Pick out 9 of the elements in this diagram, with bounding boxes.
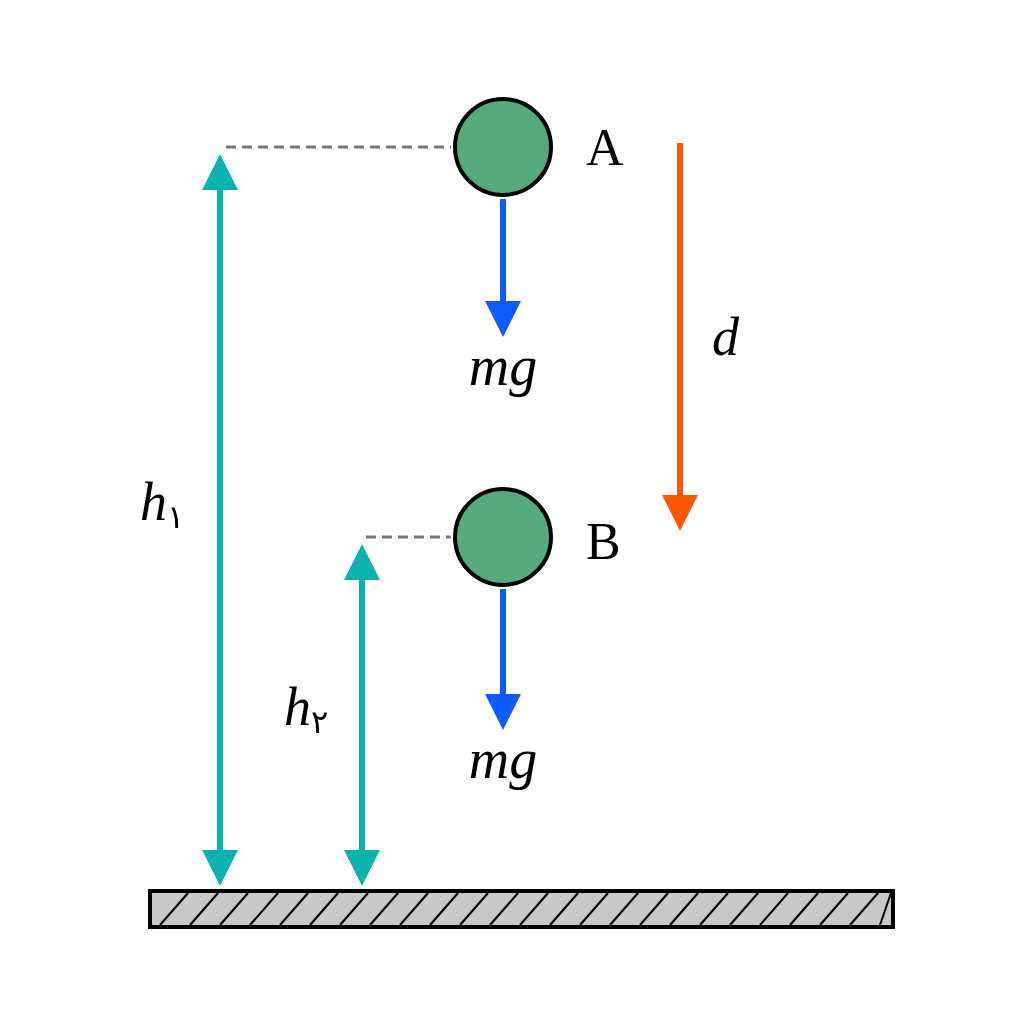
point-label: B xyxy=(586,512,621,572)
force-label: mg xyxy=(448,728,558,790)
force-arrow xyxy=(485,589,521,730)
point-label: A xyxy=(586,118,624,178)
force-label: mg xyxy=(448,335,558,397)
displacement-label: d xyxy=(712,306,739,369)
ball xyxy=(453,487,553,587)
force-arrow xyxy=(485,199,521,337)
ball xyxy=(453,97,553,197)
